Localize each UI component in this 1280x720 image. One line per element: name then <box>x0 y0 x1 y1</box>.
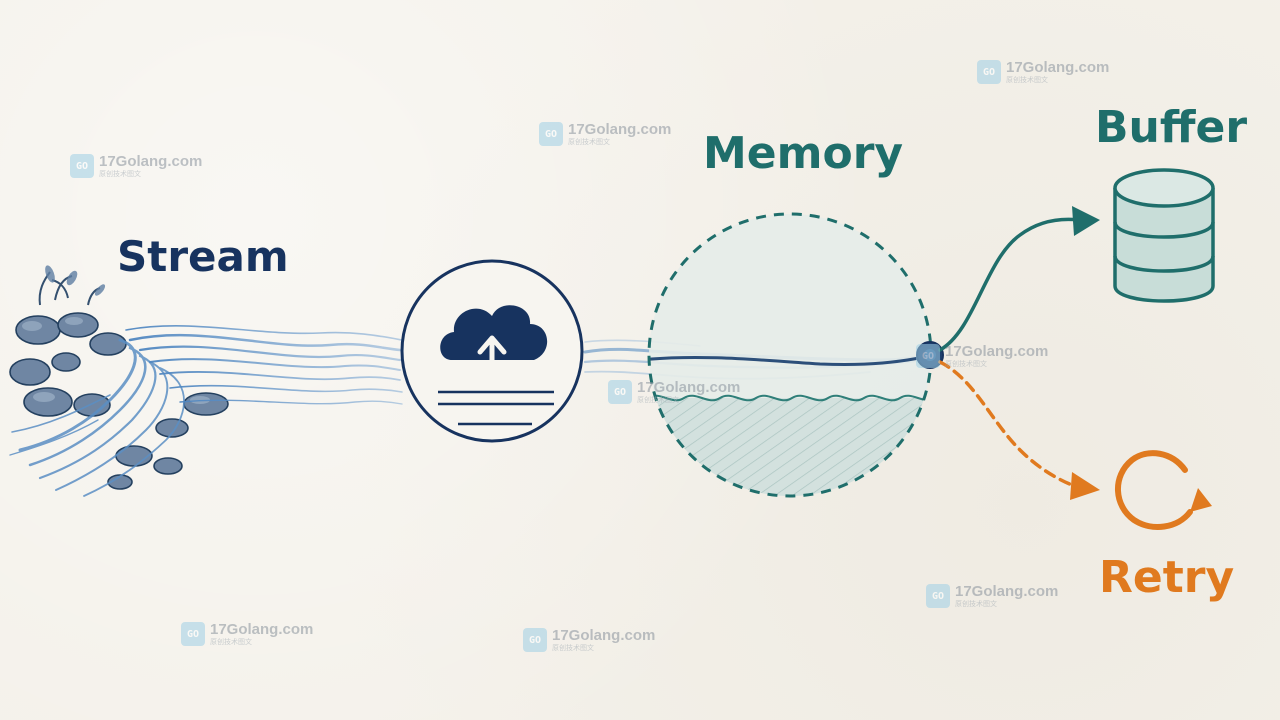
buffer-arrow <box>938 206 1100 352</box>
watermark-text: 17Golang.com <box>955 583 1059 600</box>
watermark-logo-icon: GO <box>70 154 94 178</box>
cloud-upload-icon <box>400 259 584 443</box>
watermark-subtext: 原创技术图文 <box>99 170 141 178</box>
watermark: GO 17Golang.com 原创技术图文 <box>523 628 655 652</box>
watermark: GO 17Golang.com 原创技术图文 <box>916 344 1048 368</box>
watermark-text: 17Golang.com <box>1006 59 1110 76</box>
stream-label: Stream <box>117 232 289 281</box>
watermark: GO 17Golang.com 原创技术图文 <box>977 60 1109 84</box>
buffer-label: Buffer <box>1095 102 1248 153</box>
river-illustration <box>9 265 403 497</box>
database-icon <box>1113 168 1215 303</box>
watermark-logo-icon: GO <box>181 622 205 646</box>
watermark-text: 17Golang.com <box>552 627 656 644</box>
watermark-subtext: 原创技术图文 <box>945 360 987 368</box>
retry-icon <box>1115 450 1212 530</box>
watermark-text: 17Golang.com <box>99 153 203 170</box>
watermark-subtext: 原创技术图文 <box>568 138 610 146</box>
watermark-logo-icon: GO <box>608 380 632 404</box>
watermark-logo-icon: GO <box>977 60 1001 84</box>
watermark-text: 17Golang.com <box>568 121 672 138</box>
watermark: GO 17Golang.com 原创技术图文 <box>926 584 1058 608</box>
watermark-text: 17Golang.com <box>637 379 741 396</box>
memory-circle <box>647 212 933 498</box>
watermark-subtext: 原创技术图文 <box>637 396 679 404</box>
watermark-logo-icon: GO <box>523 628 547 652</box>
watermark-logo-icon: GO <box>916 344 940 368</box>
watermark-text: 17Golang.com <box>945 343 1049 360</box>
watermark-subtext: 原创技术图文 <box>1006 76 1048 84</box>
watermark-logo-icon: GO <box>539 122 563 146</box>
retry-label: Retry <box>1099 552 1235 603</box>
watermark: GO 17Golang.com 原创技术图文 <box>70 154 202 178</box>
watermark-subtext: 原创技术图文 <box>210 638 252 646</box>
watermark: GO 17Golang.com 原创技术图文 <box>608 380 740 404</box>
watermark-subtext: 原创技术图文 <box>552 644 594 652</box>
watermark: GO 17Golang.com 原创技术图文 <box>539 122 671 146</box>
watermark-logo-icon: GO <box>926 584 950 608</box>
watermark-text: 17Golang.com <box>210 621 314 638</box>
retry-arrow <box>938 360 1100 500</box>
watermark: GO 17Golang.com 原创技术图文 <box>181 622 313 646</box>
memory-label: Memory <box>703 128 904 179</box>
watermark-subtext: 原创技术图文 <box>955 600 997 608</box>
